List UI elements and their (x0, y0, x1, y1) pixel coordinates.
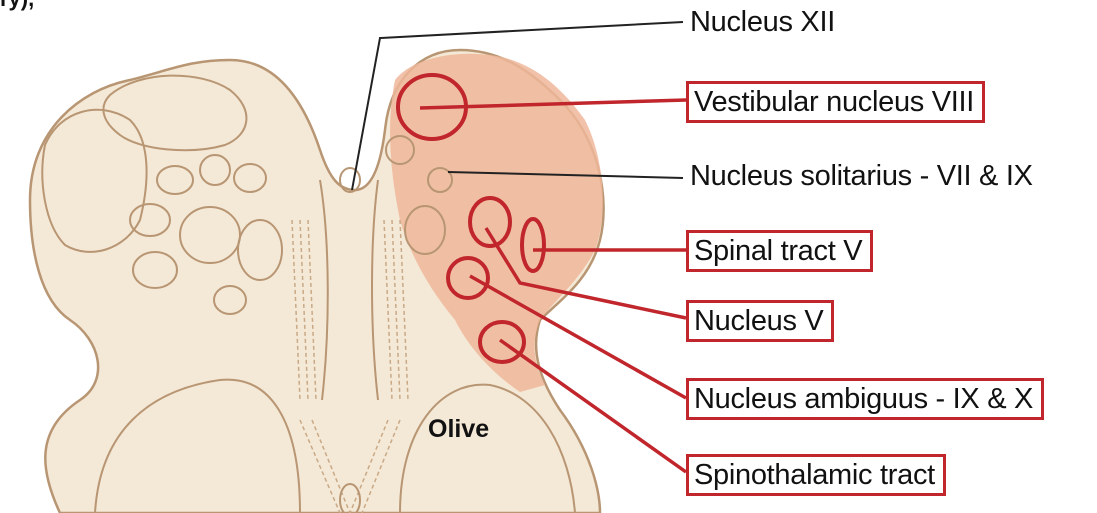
olive-label: Olive (428, 415, 489, 444)
label-nucleus-xii: Nucleus XII (690, 4, 835, 40)
label-spinal-tract-v: Spinal tract V (686, 230, 873, 272)
label-spinothalamic-tract: Spinothalamic tract (686, 454, 946, 496)
label-nucleus-ambiguus: Nucleus ambiguus - IX & X (686, 378, 1044, 420)
corner-text: ry), (0, 0, 34, 12)
label-nucleus-solitarius: Nucleus solitarius - VII & IX (690, 158, 1033, 194)
label-vestibular-nucleus: Vestibular nucleus VIII (686, 81, 985, 123)
label-nucleus-v: Nucleus V (686, 300, 834, 342)
